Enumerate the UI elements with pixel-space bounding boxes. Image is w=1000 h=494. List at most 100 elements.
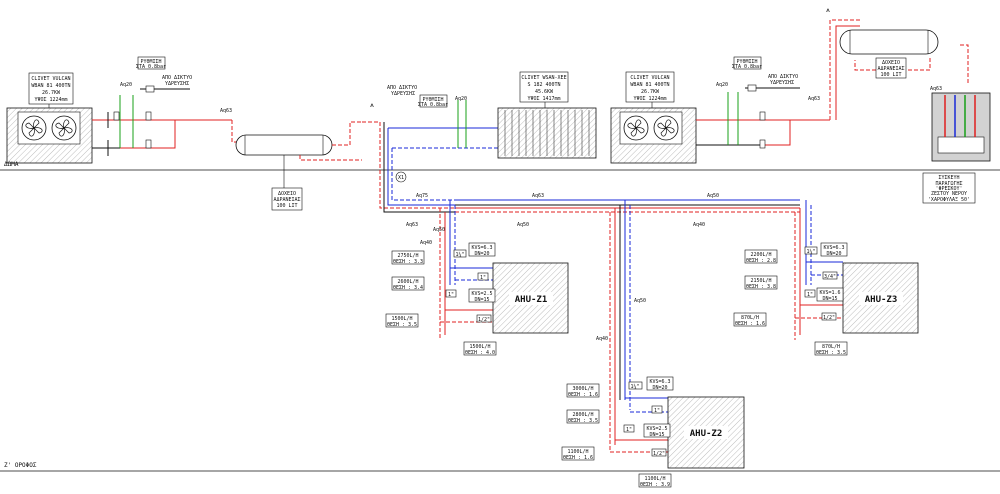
- aq75-label: Aq75: [416, 193, 428, 199]
- air-vent-icon: ⩚: [370, 101, 374, 109]
- svg-text:1": 1": [654, 408, 660, 414]
- svg-text:ΘΕΣΗ : 3.3: ΘΕΣΗ : 3.3: [393, 259, 423, 265]
- svg-text:3/4": 3/4": [824, 274, 836, 280]
- svg-text:1100L/H: 1100L/H: [644, 476, 665, 482]
- svg-text:1100L/H: 1100L/H: [567, 449, 588, 455]
- svg-text:100 LIT: 100 LIT: [276, 203, 297, 209]
- fan-icon: [21, 115, 47, 141]
- svg-text:1/2": 1/2": [478, 317, 490, 323]
- svg-text:CLIVET WSAN-XEE: CLIVET WSAN-XEE: [521, 75, 566, 81]
- right-aq63: Aq63: [808, 96, 820, 102]
- central-risers: [362, 121, 800, 213]
- ahu-z3: AHU-Z3: [842, 262, 919, 334]
- svg-text:ΘΕΣΗ : 3.5: ΘΕΣΗ : 3.5: [387, 322, 417, 328]
- svg-text:ΡΥΘΜΙΣΗ: ΡΥΘΜΙΣΗ: [736, 59, 757, 65]
- right-tank-label: ΔΟΧΕΙΟ ΑΔΡΑΝΕΙΑΣ 100 LIT: [875, 57, 907, 79]
- svg-text:1": 1": [626, 427, 632, 433]
- left-aq20: Aq20: [120, 82, 132, 88]
- z1-labels: 1¼" KVS=6.3 DN=20 1" 1" KVS=2.5 DN=15 1/…: [385, 242, 497, 356]
- svg-text:26.7KW: 26.7KW: [42, 90, 61, 96]
- svg-text:Aq50: Aq50: [634, 298, 646, 304]
- center-chiller: [497, 107, 597, 159]
- svg-text:ΔΟΧΕΙΟ: ΔΟΧΕΙΟ: [278, 191, 296, 197]
- svg-text:X1: X1: [398, 175, 404, 181]
- svg-text:1¼": 1¼": [806, 249, 815, 255]
- svg-text:ΥΨΟΣ 1417mm: ΥΨΟΣ 1417mm: [527, 96, 560, 102]
- svg-text:2150L/H: 2150L/H: [750, 278, 771, 284]
- svg-text:ΥΔΡΕΥΣΗΣ: ΥΔΡΕΥΣΗΣ: [165, 81, 189, 87]
- svg-text:Aq40: Aq40: [420, 240, 432, 246]
- svg-text:DN=20: DN=20: [826, 251, 841, 257]
- branch-aq40-label: Aq40: [693, 222, 705, 228]
- svg-text:ΑΔΡΑΝΕΙΑΣ: ΑΔΡΑΝΕΙΑΣ: [877, 66, 904, 72]
- svg-text:DN=15: DN=15: [474, 297, 489, 303]
- ahu-z1: AHU-Z1: [492, 262, 569, 334]
- z1-branch-piping: [439, 200, 493, 340]
- svg-text:ΠΑΡΑΓΩΓΗΣ: ΠΑΡΑΓΩΓΗΣ: [935, 181, 962, 187]
- svg-text:ΘΕΣΗ : 3.4: ΘΕΣΗ : 3.4: [393, 285, 423, 291]
- right-aq20: Aq20: [716, 82, 728, 88]
- center-chiller-label: CLIVET WSAN-XEE S 182 400TN 45.6KW ΥΨΟΣ …: [519, 71, 569, 103]
- svg-text:ΑΔΡΑΝΕΙΑΣ: ΑΔΡΑΝΕΙΑΣ: [273, 197, 300, 203]
- left-chiller-label: CLIVET VULCAN WBAN 81 400TN 26.7KW ΥΨΟΣ …: [28, 72, 74, 105]
- svg-text:870L/H: 870L/H: [741, 315, 759, 321]
- z3-aq50-label: Aq50: [707, 193, 719, 199]
- svg-text:ΣΤΑ 0.8bar: ΣΤΑ 0.8bar: [136, 64, 166, 70]
- svg-text:1/2": 1/2": [653, 451, 665, 457]
- center-aq20: Aq20: [455, 96, 467, 102]
- svg-text:45.6KW: 45.6KW: [535, 89, 554, 95]
- svg-text:KVS=2.5: KVS=2.5: [471, 291, 492, 297]
- svg-text:KVS=2.5: KVS=2.5: [646, 426, 667, 432]
- svg-text:1¼": 1¼": [630, 384, 639, 390]
- svg-text:26.7KW: 26.7KW: [641, 89, 660, 95]
- svg-text:'ΧΑΡΟΦΥΛΑΞ 50': 'ΧΑΡΟΦΥΛΑΞ 50': [928, 197, 970, 203]
- left-regulation-label: ΡΥΘΜΙΣΗ ΣΤΑ 0.8bar: [136, 56, 166, 70]
- svg-text:KVS=6.3: KVS=6.3: [471, 245, 492, 251]
- svg-text:CLIVET VULCAN: CLIVET VULCAN: [31, 76, 70, 82]
- svg-text:1¼": 1¼": [455, 252, 464, 258]
- svg-text:1": 1": [480, 275, 486, 281]
- svg-text:ΘΕΣΗ : 4.0: ΘΕΣΗ : 4.0: [465, 350, 495, 356]
- svg-text:ΖΕΣΤΟΥ ΝΕΡΟΥ: ΖΕΣΤΟΥ ΝΕΡΟΥ: [931, 191, 967, 197]
- hot-water-unit-label: ΣΥΣΚΕΥΗ ΠΑΡΑΓΩΓΗΣ 'ΦΡΕΣΚΟΥ' ΖΕΣΤΟΥ ΝΕΡΟΥ…: [922, 172, 976, 204]
- svg-text:ΑΠΟ ΔΙΚΤΥΟ: ΑΠΟ ΔΙΚΤΥΟ: [768, 74, 798, 80]
- roof-level-label: ΔΩΜΑ: [4, 161, 19, 168]
- svg-text:ΘΕΣΗ : 1.6: ΘΕΣΗ : 1.6: [563, 455, 593, 461]
- left-network-label: ΑΠΟ ΔΙΚΤΥΟ ΥΔΡΕΥΣΗΣ: [162, 75, 192, 87]
- svg-text:KVS=1.6: KVS=1.6: [819, 290, 840, 296]
- svg-text:S 182 400TN: S 182 400TN: [527, 82, 560, 88]
- svg-text:2200L/H: 2200L/H: [750, 252, 771, 258]
- right-regulation-label: ΡΥΘΜΙΣΗ ΣΤΑ 0.8bar: [732, 56, 762, 70]
- z2-labels: 1¼" KVS=6.3 DN=20 1" 1" KVS=2.5 DN=15 1/…: [561, 376, 674, 488]
- svg-text:3000L/H: 3000L/H: [572, 386, 593, 392]
- main-aq63-label: Aq63: [532, 193, 544, 199]
- top-air-vent-icon: ⩚: [826, 6, 830, 14]
- svg-text:ΥΨΟΣ 1224mm: ΥΨΟΣ 1224mm: [633, 96, 666, 102]
- z3-labels: 1¼" KVS=6.3 DN=20 3/4" 1" KVS=1.6 DN=15 …: [733, 242, 848, 356]
- svg-text:WBAN 81 400TN: WBAN 81 400TN: [630, 82, 669, 88]
- svg-text:'ΦΡΕΣΚΟΥ': 'ΦΡΕΣΚΟΥ': [935, 186, 962, 192]
- right-chiller-label: CLIVET VULCAN WBAN 81 400TN 26.7KW ΥΨΟΣ …: [625, 71, 675, 103]
- right-network-label: ΑΠΟ ΔΙΚΤΥΟ ΥΔΡΕΥΣΗΣ: [768, 74, 798, 86]
- svg-text:ΘΕΣΗ : 3.5: ΘΕΣΗ : 3.5: [568, 418, 598, 424]
- svg-text:DN=15: DN=15: [649, 432, 664, 438]
- svg-text:ΣΤΑ 0.8bar: ΣΤΑ 0.8bar: [732, 64, 762, 70]
- svg-text:AHU-Z3: AHU-Z3: [865, 295, 898, 305]
- svg-text:ΘΕΣΗ : 1.6: ΘΕΣΗ : 1.6: [735, 321, 765, 327]
- svg-text:ΣΥΣΚΕΥΗ: ΣΥΣΚΕΥΗ: [938, 175, 959, 181]
- fan-icon: [653, 115, 679, 141]
- svg-text:ΘΕΣΗ : 2.8: ΘΕΣΗ : 2.8: [746, 258, 776, 264]
- marker-x1: [395, 171, 407, 183]
- svg-text:100 LIT: 100 LIT: [880, 72, 901, 78]
- branch-aq50-label: Aq50: [517, 222, 529, 228]
- fan-icon: [51, 115, 77, 141]
- svg-text:ΘΕΣΗ : 3.5: ΘΕΣΗ : 3.5: [816, 350, 846, 356]
- svg-text:1": 1": [448, 292, 454, 298]
- center-network-label: ΑΠΟ ΔΙΚΤΥΟ: [387, 85, 417, 91]
- left-chiller-piping: [92, 85, 240, 156]
- svg-text:Aq50: Aq50: [433, 227, 445, 233]
- svg-text:Aq40: Aq40: [596, 336, 608, 342]
- svg-text:AHU-Z2: AHU-Z2: [690, 429, 723, 439]
- svg-text:2800L/H: 2800L/H: [572, 412, 593, 418]
